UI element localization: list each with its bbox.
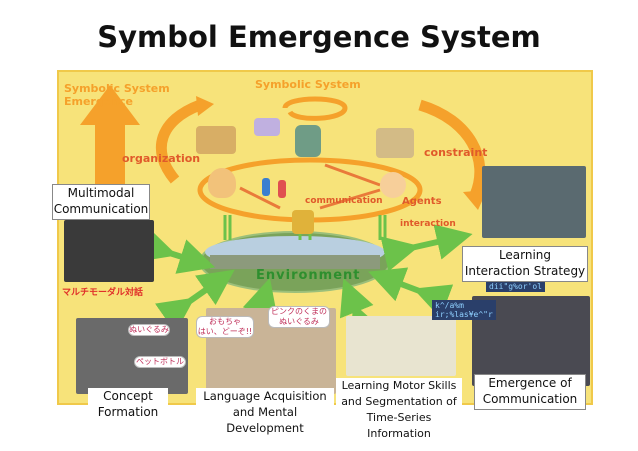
organization-label: organization: [122, 152, 201, 165]
emergence-communication-box: Emergence of Communication: [474, 374, 586, 410]
bear-bubble: ピンクのくまの ぬいぐるみ: [268, 306, 330, 328]
toy-bubble: おもちゃ はい、どーぞ!!: [196, 316, 254, 338]
multimodal-jp-label: マルチモーダル対話: [62, 288, 144, 298]
agents-label: Agents: [402, 196, 442, 207]
multimodal-photo: [64, 220, 154, 282]
symbol-spin-icon: [282, 96, 348, 121]
multimodal-communication-box: Multimodal Communication: [52, 184, 150, 220]
interaction-jp-tag: dii"g%or'ol: [486, 281, 545, 292]
baby-agent-icon: [380, 172, 406, 198]
child-agent-icon: [208, 168, 236, 198]
organization-curve: [155, 99, 203, 184]
interaction-photo: [482, 166, 586, 238]
family-icon: [376, 128, 414, 158]
page-title: Symbol Emergence System: [97, 20, 541, 54]
person-icon: [262, 178, 270, 196]
symbolic-system-label: Symbolic System: [255, 78, 361, 91]
motor-photo: [346, 316, 456, 376]
learning-interaction-box: Learning Interaction Strategy: [462, 246, 588, 282]
bottle-bubble: ペットボトル: [134, 356, 186, 368]
motor-skills-box: Learning Motor Skills and Segmentation o…: [336, 378, 462, 440]
emergence-jp-tag: k^/a%m ir;%las¥e^"r: [432, 300, 496, 320]
robot-agent-icon: [295, 125, 321, 157]
interaction-label: interaction: [400, 219, 456, 229]
symbolic-system-emergence-label: Symbolic System Emergence: [64, 82, 170, 108]
figures-icon: [196, 126, 236, 154]
robot-child-icon: [292, 210, 314, 234]
concept-formation-label: Concept Formation: [88, 388, 168, 420]
constraint-label: constraint: [424, 146, 488, 159]
language-acquisition-label: Language Acquisition and Mental Developm…: [196, 388, 334, 436]
environment-label: Environment: [256, 268, 361, 283]
organization-arrow: [80, 85, 140, 185]
constraint-curve: [418, 99, 486, 198]
items-icon: [254, 118, 280, 136]
bottle-icon: [278, 180, 286, 198]
communication-label: communication: [305, 196, 383, 206]
plush-bubble: ぬいぐるみ: [128, 324, 170, 336]
